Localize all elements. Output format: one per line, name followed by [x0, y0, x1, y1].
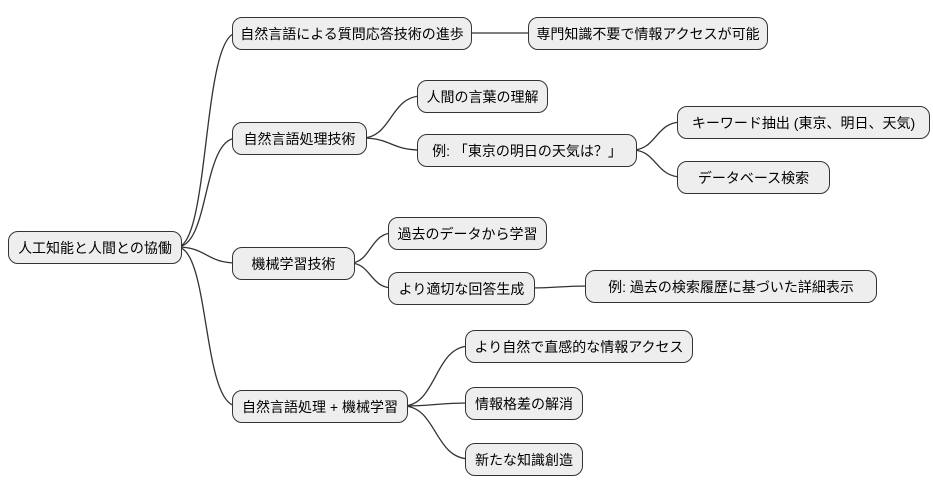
node-database-search: データベース検索 [677, 161, 830, 194]
edge-nlpml-to-info-gap [402, 402, 471, 407]
edge-example-to-database [631, 149, 683, 178]
node-ml-tech: 機械学習技術 [232, 247, 355, 280]
edge-ml-to-better-answers [349, 262, 394, 289]
node-nlp-tech: 自然言語処理技術 [232, 122, 367, 155]
edge-root-to-nlp-tech [176, 137, 238, 248]
node-keyword-extraction: キーワード抽出 (東京、明日、天気) [677, 106, 930, 139]
edge-nlp-to-understanding [361, 95, 423, 139]
node-learning-from-data: 過去のデータから学習 [388, 217, 547, 250]
node-nlp-plus-ml: 自然言語処理 + 機械学習 [232, 390, 408, 423]
edge-root-to-ml-tech [176, 246, 238, 264]
node-intuitive-access: より自然で直感的な情報アクセス [465, 330, 693, 363]
node-example-search-history: 例: 過去の検索履歴に基づいた詳細表示 [585, 270, 877, 303]
node-info-gap: 情報格差の解消 [465, 387, 583, 420]
node-example-weather: 例: 「東京の明日の天気は？」 [417, 134, 637, 167]
node-root: 人工知能と人間との協働 [8, 231, 182, 264]
edge-nlp-to-example-weather [361, 137, 423, 151]
node-new-knowledge: 新たな知識創造 [465, 443, 583, 476]
node-qa-tech-progress: 自然言語による質問応答技術の進歩 [232, 17, 472, 50]
node-no-expertise-access: 専門知識不要で情報アクセスが可能 [528, 17, 768, 50]
edge-ml-to-learning [349, 232, 394, 264]
edge-answers-to-search-history [529, 285, 591, 289]
edge-root-to-qa-progress [176, 32, 238, 248]
edge-nlpml-to-intuitive [402, 345, 471, 407]
node-better-answers: より適切な回答生成 [388, 272, 535, 305]
node-understanding-words: 人間の言葉の理解 [417, 80, 548, 113]
edge-nlpml-to-new-knowledge [402, 405, 471, 460]
edge-example-to-keyword [631, 121, 683, 151]
edge-root-to-nlp-plus-ml [176, 246, 238, 407]
